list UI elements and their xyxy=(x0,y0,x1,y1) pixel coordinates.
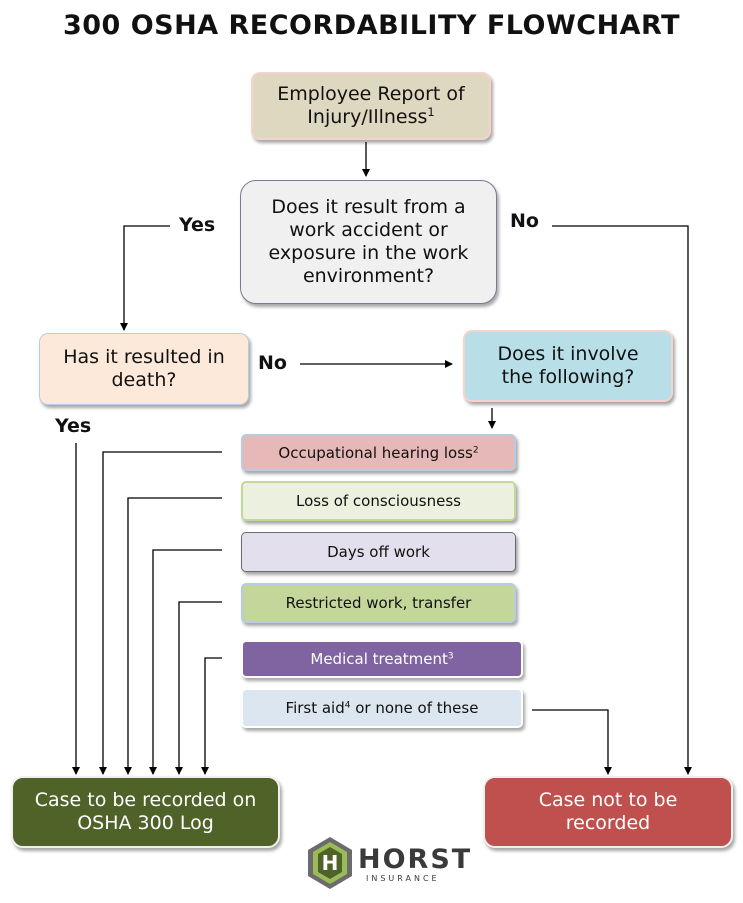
arrow-consciousness-to-recorded xyxy=(124,497,222,775)
arrow-no-to-not-recorded xyxy=(552,225,692,775)
label-yes-death: Yes xyxy=(55,415,92,437)
option-restricted-work: Restricted work, transfer xyxy=(241,583,516,623)
arrow-firstaid-to-not-recorded xyxy=(532,709,612,775)
label-no-work-related: No xyxy=(510,210,539,232)
logo-subtitle: INSURANCE xyxy=(366,874,440,883)
arrow-medical-to-recorded xyxy=(201,657,222,775)
option-hearing-loss: Occupational hearing loss2 xyxy=(241,434,516,471)
label-yes-work-related: Yes xyxy=(179,214,216,236)
logo-letter: H xyxy=(322,851,339,875)
arrow-hearing-to-recorded xyxy=(99,451,222,775)
outcome-recorded: Case to be recorded on OSHA 300 Log xyxy=(11,776,280,848)
node-death-question: Has it resulted in death? xyxy=(39,333,249,405)
horst-insurance-logo: H HORST INSURANCE xyxy=(306,836,476,890)
node-involve-question: Does it involve the following? xyxy=(463,330,673,402)
node-employee-report: Employee Report of Injury/Illness1 xyxy=(251,72,491,140)
node-work-related-question: Does it result from a work accident or e… xyxy=(240,180,497,304)
option-loss-of-consciousness: Loss of consciousness xyxy=(241,481,516,521)
label-no-death: No xyxy=(258,352,287,374)
page-title: 300 OSHA RECORDABILITY FLOWCHART xyxy=(62,10,681,41)
arrow-restricted-to-recorded xyxy=(175,601,222,775)
arrow-daysoff-to-recorded xyxy=(149,549,222,775)
outcome-not-recorded: Case not to be recorded xyxy=(483,776,733,848)
hexagon-logo-icon: H xyxy=(308,837,352,889)
logo-wordmark: HORST xyxy=(358,844,473,875)
option-days-off-work: Days off work xyxy=(241,532,516,572)
option-medical-treatment: Medical treatment3 xyxy=(241,640,523,678)
option-first-aid: First aid4 or none of these xyxy=(241,688,523,728)
arrow-yes-to-death xyxy=(120,225,170,331)
